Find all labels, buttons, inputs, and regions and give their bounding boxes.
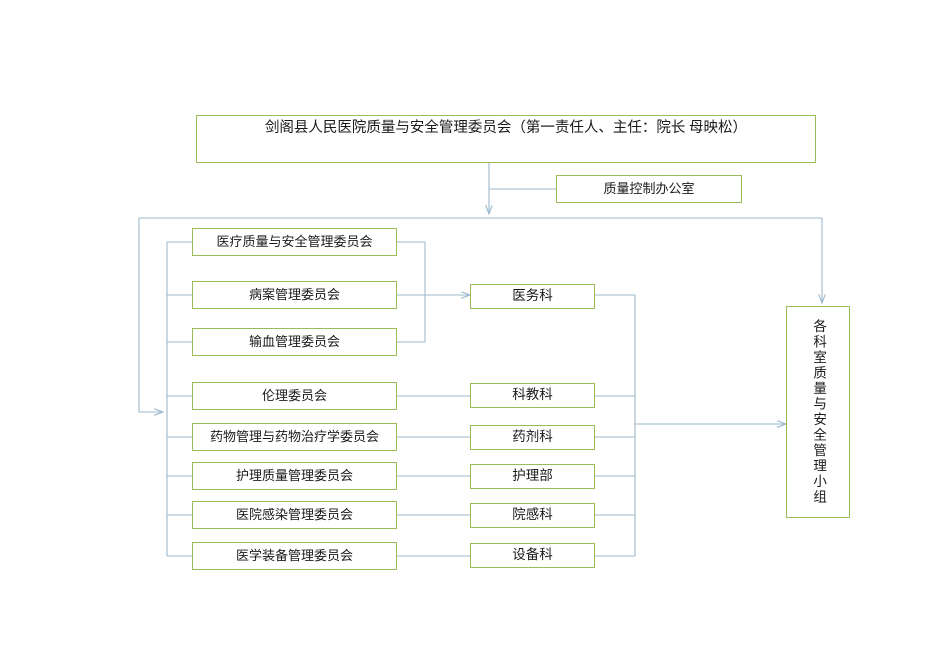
committee-box-hospital-infection[interactable]: 医院感染管理委员会 bbox=[192, 501, 397, 529]
department-box-equipment[interactable]: 设备科 bbox=[470, 543, 595, 568]
committee-box-blood-transfusion[interactable]: 输血管理委员会 bbox=[192, 328, 397, 356]
wire-bar-to-committee-bus bbox=[138, 218, 163, 412]
committee-box-ethics[interactable]: 伦理委员会 bbox=[192, 382, 397, 410]
committee-box-medical-records[interactable]: 病案管理委员会 bbox=[192, 281, 397, 309]
committee-title-box[interactable]: 剑阁县人民医院质量与安全管理委员会（第一责任人、主任：院长 母映松） bbox=[196, 115, 816, 163]
department-quality-safety-group-box[interactable]: 各科室质量与安全管理小组 bbox=[786, 306, 850, 518]
department-box-science-education[interactable]: 科教科 bbox=[470, 383, 595, 408]
quality-control-office-box[interactable]: 质量控制办公室 bbox=[556, 175, 742, 203]
committee-box-medical-equipment[interactable]: 医学装备管理委员会 bbox=[192, 542, 397, 570]
committee-box-nursing-quality[interactable]: 护理质量管理委员会 bbox=[192, 462, 397, 490]
committee-box-medical-quality-safety[interactable]: 医疗质量与安全管理委员会 bbox=[192, 228, 397, 256]
department-box-nursing[interactable]: 护理部 bbox=[470, 464, 595, 489]
department-box-pharmacy[interactable]: 药剂科 bbox=[470, 425, 595, 450]
department-box-medical-affairs[interactable]: 医务科 bbox=[470, 284, 595, 309]
department-box-infection-control[interactable]: 院感科 bbox=[470, 503, 595, 528]
committee-box-pharmacy-therapeutics[interactable]: 药物管理与药物治疗学委员会 bbox=[192, 423, 397, 451]
